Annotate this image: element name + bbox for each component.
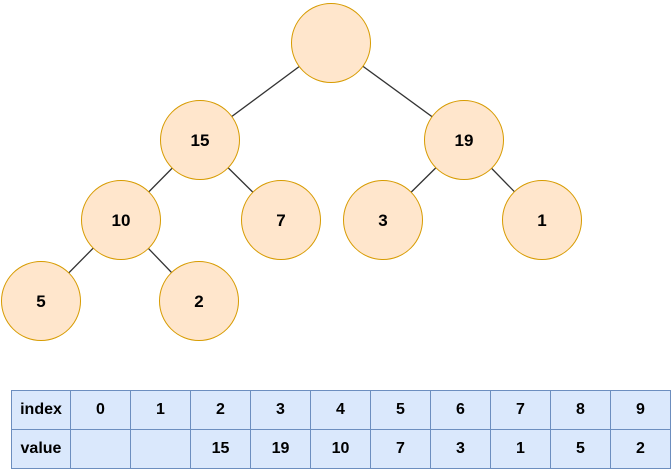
value-cell-9: 2 [610, 429, 671, 469]
tree-node-15: 15 [160, 100, 240, 180]
index-cell-3: 3 [250, 390, 311, 430]
tree-node-root [291, 3, 371, 83]
row-header-index: index [11, 390, 71, 430]
tree-node-2: 2 [159, 261, 239, 341]
index-cell-6: 6 [430, 390, 491, 430]
row-header-value: value [11, 429, 71, 469]
tree-node-label: 10 [111, 210, 131, 230]
tree-node-1: 1 [502, 180, 582, 260]
tree-node-label: 15 [190, 130, 210, 150]
value-cell-7: 1 [490, 429, 551, 469]
tree-node-label: 1 [537, 210, 547, 230]
tree-node-5: 5 [1, 261, 81, 341]
value-cell-8: 5 [550, 429, 611, 469]
index-cell-7: 7 [490, 390, 551, 430]
index-cell-8: 8 [550, 390, 611, 430]
value-cell-1 [130, 429, 191, 469]
tree-node-label: 3 [378, 210, 388, 230]
index-cell-0: 0 [70, 390, 131, 430]
value-cell-3: 19 [250, 429, 311, 469]
tree-node-3: 3 [343, 180, 423, 260]
tree-node-label: 5 [36, 291, 46, 311]
tree-node-7: 7 [241, 180, 321, 260]
index-cell-4: 4 [310, 390, 371, 430]
tree-node-19: 19 [424, 100, 504, 180]
value-cell-6: 3 [430, 429, 491, 469]
value-cell-0 [70, 429, 131, 469]
index-cell-5: 5 [370, 390, 431, 430]
index-cell-2: 2 [190, 390, 251, 430]
tree-node-label: 7 [276, 210, 286, 230]
value-cell-2: 15 [190, 429, 251, 469]
value-cell-4: 10 [310, 429, 371, 469]
index-cell-9: 9 [610, 390, 671, 430]
tree-node-10: 10 [81, 180, 161, 260]
value-cell-5: 7 [370, 429, 431, 469]
index-cell-1: 1 [130, 390, 191, 430]
tree-node-label: 2 [194, 291, 204, 311]
tree-node-label: 19 [454, 130, 474, 150]
